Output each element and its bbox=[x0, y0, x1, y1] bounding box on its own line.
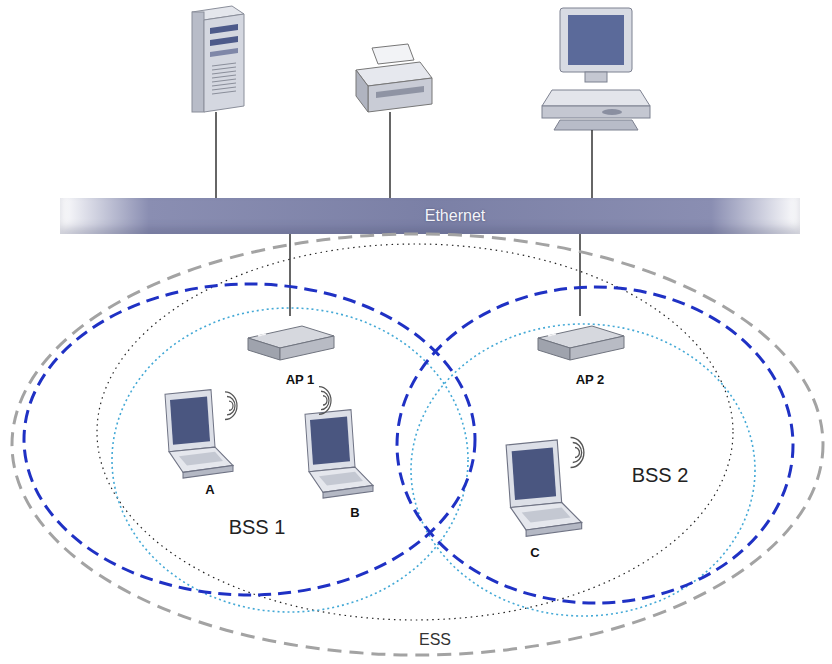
coverage-circle bbox=[112, 308, 468, 612]
ess-region: ESS BSS 1 AP 1 A B BSS 2 AP 2 C bbox=[10, 232, 825, 657]
laptop-icon bbox=[495, 435, 595, 560]
network-cable bbox=[579, 234, 581, 316]
node-label: C bbox=[530, 546, 539, 561]
printer bbox=[356, 44, 432, 112]
node-label: ESS bbox=[419, 631, 451, 649]
access-point: AP 2 bbox=[530, 316, 630, 392]
ethernet-bus: Ethernet bbox=[60, 198, 800, 234]
node-label: BSS 1 bbox=[229, 516, 286, 539]
node-label: AP 1 bbox=[286, 373, 315, 388]
node-label: BSS 2 bbox=[632, 464, 689, 487]
range-dotted bbox=[97, 244, 733, 620]
node-label: A bbox=[205, 483, 214, 498]
laptop-station: B bbox=[295, 405, 385, 520]
desktop-computer bbox=[542, 8, 650, 130]
coverage-circle bbox=[411, 324, 755, 616]
laptop-station: A bbox=[155, 385, 245, 500]
node-label: AP 2 bbox=[576, 373, 605, 388]
network-cable bbox=[289, 234, 291, 316]
bss-region: BSS 1 AP 1 A B bbox=[22, 282, 477, 597]
node-label: Ethernet bbox=[425, 207, 485, 225]
laptop-icon bbox=[295, 405, 385, 520]
laptop-icon bbox=[155, 385, 245, 500]
node-label: B bbox=[350, 506, 359, 521]
server-tower bbox=[192, 6, 244, 112]
laptop-station: C bbox=[495, 435, 595, 560]
ess-outline bbox=[10, 232, 825, 657]
access-point: AP 1 bbox=[240, 316, 340, 392]
bss-outline bbox=[22, 282, 477, 597]
bss-region: BSS 2 AP 2 C bbox=[395, 285, 795, 605]
